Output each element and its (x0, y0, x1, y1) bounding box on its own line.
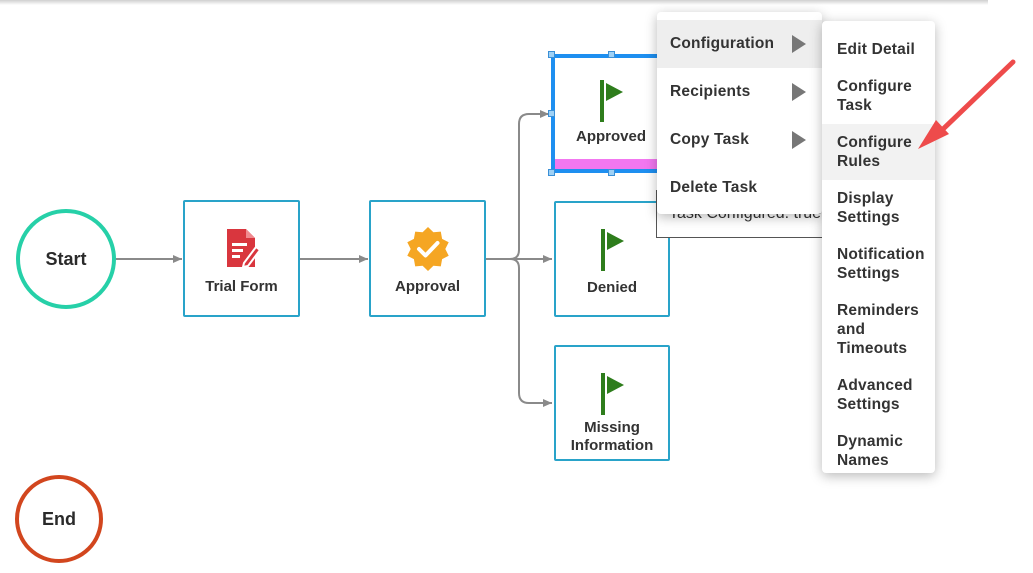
submenu-item-advanced-settings[interactable]: Advanced Settings (837, 377, 913, 413)
menu-item-label: Copy Task (670, 131, 750, 148)
submenu-arrow-icon (792, 35, 806, 53)
submenu-item-configure-rules[interactable]: Configure Rules (822, 124, 935, 180)
approval-label: Approval (394, 278, 460, 295)
submenu-item-display-settings[interactable]: Display Settings (837, 190, 900, 226)
trial-form-task[interactable]: Trial Form (183, 200, 300, 317)
menu-item-recipients[interactable]: Recipients (657, 68, 822, 116)
approved-task-selected[interactable]: Approved (551, 54, 671, 173)
submenu-item-edit-detail[interactable]: Edit Detail (837, 41, 915, 58)
resize-handle-top-middle[interactable] (608, 51, 615, 58)
trial-form-label: Trial Form (205, 278, 278, 295)
menu-item-label: Configuration (670, 35, 775, 52)
missing-information-task[interactable]: Missing Information (554, 345, 670, 461)
denied-label: Denied (586, 279, 637, 296)
end-label: End (42, 508, 76, 529)
menu-item-delete-task[interactable]: Delete Task (657, 164, 822, 212)
submenu-item-notification-settings[interactable]: Notification Settings (837, 246, 925, 282)
resize-handle-middle-left[interactable] (548, 110, 555, 117)
approved-label: Approved (575, 128, 646, 145)
task-context-menu: Configuration Recipients Copy Task Delet… (657, 12, 822, 214)
approval-badge-icon (405, 226, 451, 272)
start-node[interactable]: Start (16, 209, 116, 309)
red-arrow-annotation-icon (918, 59, 1016, 149)
menu-item-label: Recipients (670, 83, 751, 100)
start-label: Start (45, 248, 87, 269)
connector-approval-missing (509, 258, 552, 407)
flag-icon (597, 227, 627, 273)
menu-item-configuration[interactable]: Configuration (657, 20, 822, 68)
connector-approval-approved (486, 110, 549, 260)
submenu-item-configure-task[interactable]: Configure Task (837, 78, 912, 114)
end-node[interactable]: End (15, 475, 103, 563)
submenu-arrow-icon (792, 83, 806, 101)
submenu-arrow-icon (792, 131, 806, 149)
submenu-item-reminders-and-timeouts[interactable]: Reminders and Timeouts (837, 302, 919, 357)
menu-item-label: Delete Task (670, 179, 758, 196)
missing-label-line1: Missing (584, 419, 640, 436)
form-document-icon (222, 226, 262, 272)
resize-handle-bottom-left[interactable] (548, 169, 555, 176)
resize-handle-top-left[interactable] (548, 51, 555, 58)
flag-icon (596, 78, 626, 124)
configuration-submenu: Edit Detail Configure Task Configure Rul… (822, 21, 935, 473)
submenu-item-dynamic-names[interactable]: Dynamic Names (837, 433, 904, 469)
flag-icon (597, 371, 627, 417)
approval-task[interactable]: Approval (369, 200, 486, 317)
missing-information-label: Missing Information (571, 419, 654, 455)
missing-label-line2: Information (570, 437, 654, 454)
denied-task[interactable]: Denied (554, 201, 670, 317)
menu-item-copy-task[interactable]: Copy Task (657, 116, 822, 164)
resize-handle-bottom-middle[interactable] (608, 169, 615, 176)
top-bar-shadow (0, 0, 988, 5)
